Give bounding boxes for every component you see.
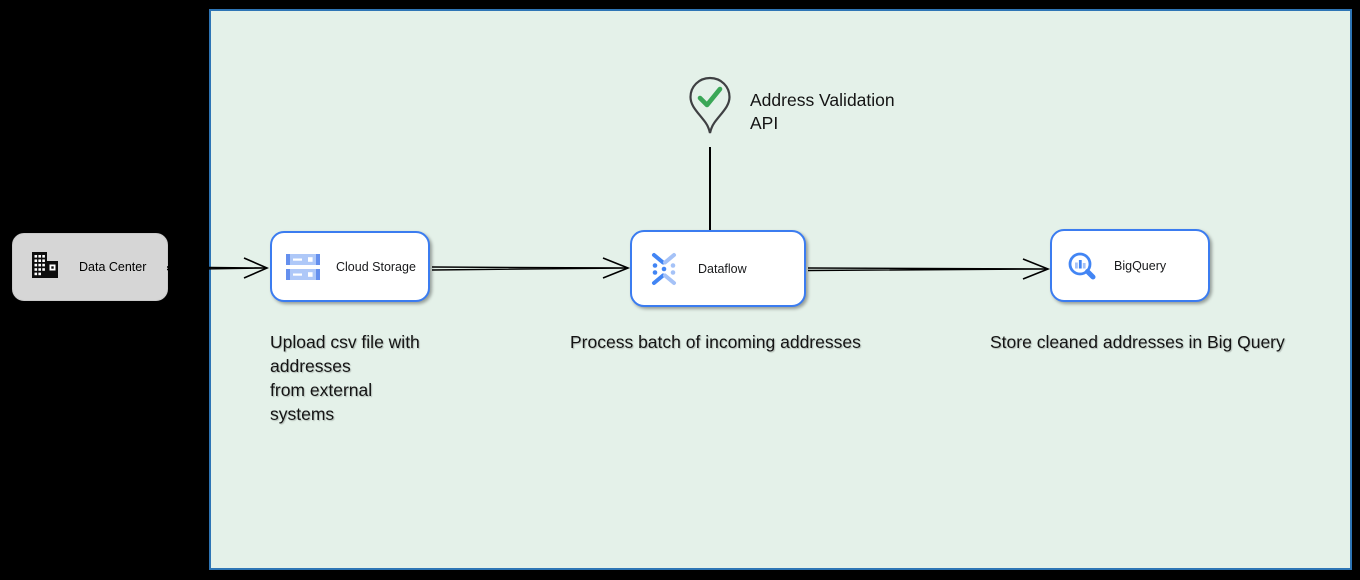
line-validation-to-dataflow xyxy=(709,147,711,231)
caption-upload-csv: Upload csv file with addresses from exte… xyxy=(270,332,420,424)
node-data-center: Data Center xyxy=(12,233,168,301)
checkmark-icon xyxy=(697,86,723,108)
location-pin-icon xyxy=(689,76,731,134)
node-dataflow: Dataflow xyxy=(630,230,806,307)
arrow-storage-to-dataflow xyxy=(431,257,631,279)
bigquery-icon xyxy=(1066,250,1098,282)
dataflow-icon xyxy=(646,250,682,288)
arrow-dataflow-to-bigquery xyxy=(807,258,1051,280)
bigquery-label: BigQuery xyxy=(1114,258,1167,273)
caption-process-batch: Process batch of incoming addresses xyxy=(570,332,861,352)
data-center-label: Data Center xyxy=(79,260,147,274)
arrow-datacenter-to-storage xyxy=(166,257,270,279)
node-cloud-storage: Cloud Storage xyxy=(270,231,430,302)
building-icon xyxy=(29,249,61,286)
caption-store-bigquery: Store cleaned addresses in Big Query xyxy=(990,332,1285,352)
node-bigquery: BigQuery xyxy=(1050,229,1210,302)
address-validation-api-label: Address Validation API xyxy=(750,90,895,133)
dataflow-label: Dataflow xyxy=(698,261,747,276)
cloud-storage-label: Cloud Storage xyxy=(336,259,416,274)
cloud-storage-icon xyxy=(286,252,320,282)
